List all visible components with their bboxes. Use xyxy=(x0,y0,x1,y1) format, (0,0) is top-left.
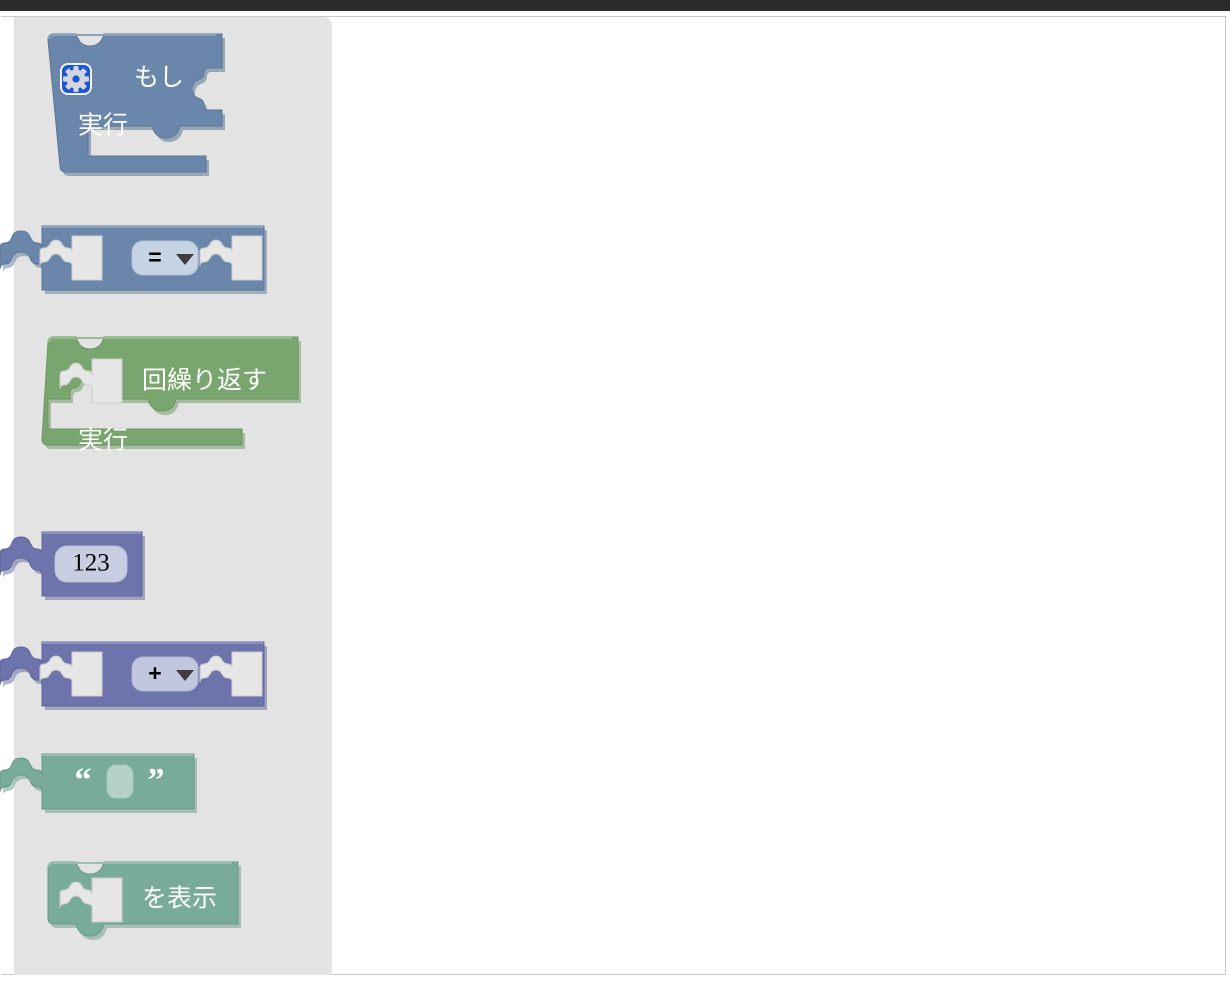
block-logic-compare[interactable]: = xyxy=(0,223,275,309)
do-label: 実行 xyxy=(78,112,128,140)
chevron-down-icon[interactable] xyxy=(176,254,194,265)
comparison-operator-dropdown[interactable]: = xyxy=(131,240,199,276)
string-field[interactable] xyxy=(106,764,134,799)
block-controls-repeat[interactable]: 回繰り返す 実行 xyxy=(41,335,314,500)
quote-close-icon: ” xyxy=(148,762,165,799)
print-label: を表示 xyxy=(142,885,217,913)
block-text-print[interactable]: を表示 xyxy=(44,860,274,950)
print-value-socket[interactable] xyxy=(59,877,123,923)
chevron-down-icon[interactable] xyxy=(176,670,194,681)
compare-input-a-socket[interactable] xyxy=(39,235,103,281)
number-field-value: 123 xyxy=(72,550,110,577)
top-chrome-bar xyxy=(0,0,1230,11)
do-label: 実行 xyxy=(78,427,128,455)
if-block-body[interactable] xyxy=(47,33,223,173)
arithmetic-input-a-socket[interactable] xyxy=(39,651,103,697)
block-math-number[interactable]: 123 xyxy=(0,529,165,615)
compare-input-b-socket[interactable] xyxy=(199,235,263,281)
arithmetic-operator-dropdown[interactable]: + xyxy=(131,656,199,692)
repeat-label: 回繰り返す xyxy=(142,367,267,395)
arithmetic-operator-value: + xyxy=(148,660,161,686)
block-controls-if[interactable]: もし 実行 xyxy=(44,32,254,182)
if-label: もし xyxy=(134,65,184,92)
block-math-arithmetic[interactable]: + xyxy=(0,639,275,725)
gear-icon[interactable] xyxy=(60,63,92,95)
repeat-times-socket[interactable] xyxy=(59,358,123,404)
toolbox-flyout-panel[interactable]: もし 実行 = xyxy=(0,17,332,975)
text-block-body[interactable] xyxy=(0,753,195,810)
arithmetic-input-b-socket[interactable] xyxy=(199,651,263,697)
block-text-string[interactable]: “ ” xyxy=(0,751,215,831)
comparison-operator-value: = xyxy=(148,244,161,270)
number-field[interactable]: 123 xyxy=(54,545,128,583)
flyout-block-list: もし 実行 = xyxy=(0,17,332,975)
print-block-highlight xyxy=(48,862,232,868)
quote-open-icon: “ xyxy=(75,762,92,799)
repeat-block-highlight xyxy=(48,337,292,343)
if-block-highlight xyxy=(48,34,216,40)
